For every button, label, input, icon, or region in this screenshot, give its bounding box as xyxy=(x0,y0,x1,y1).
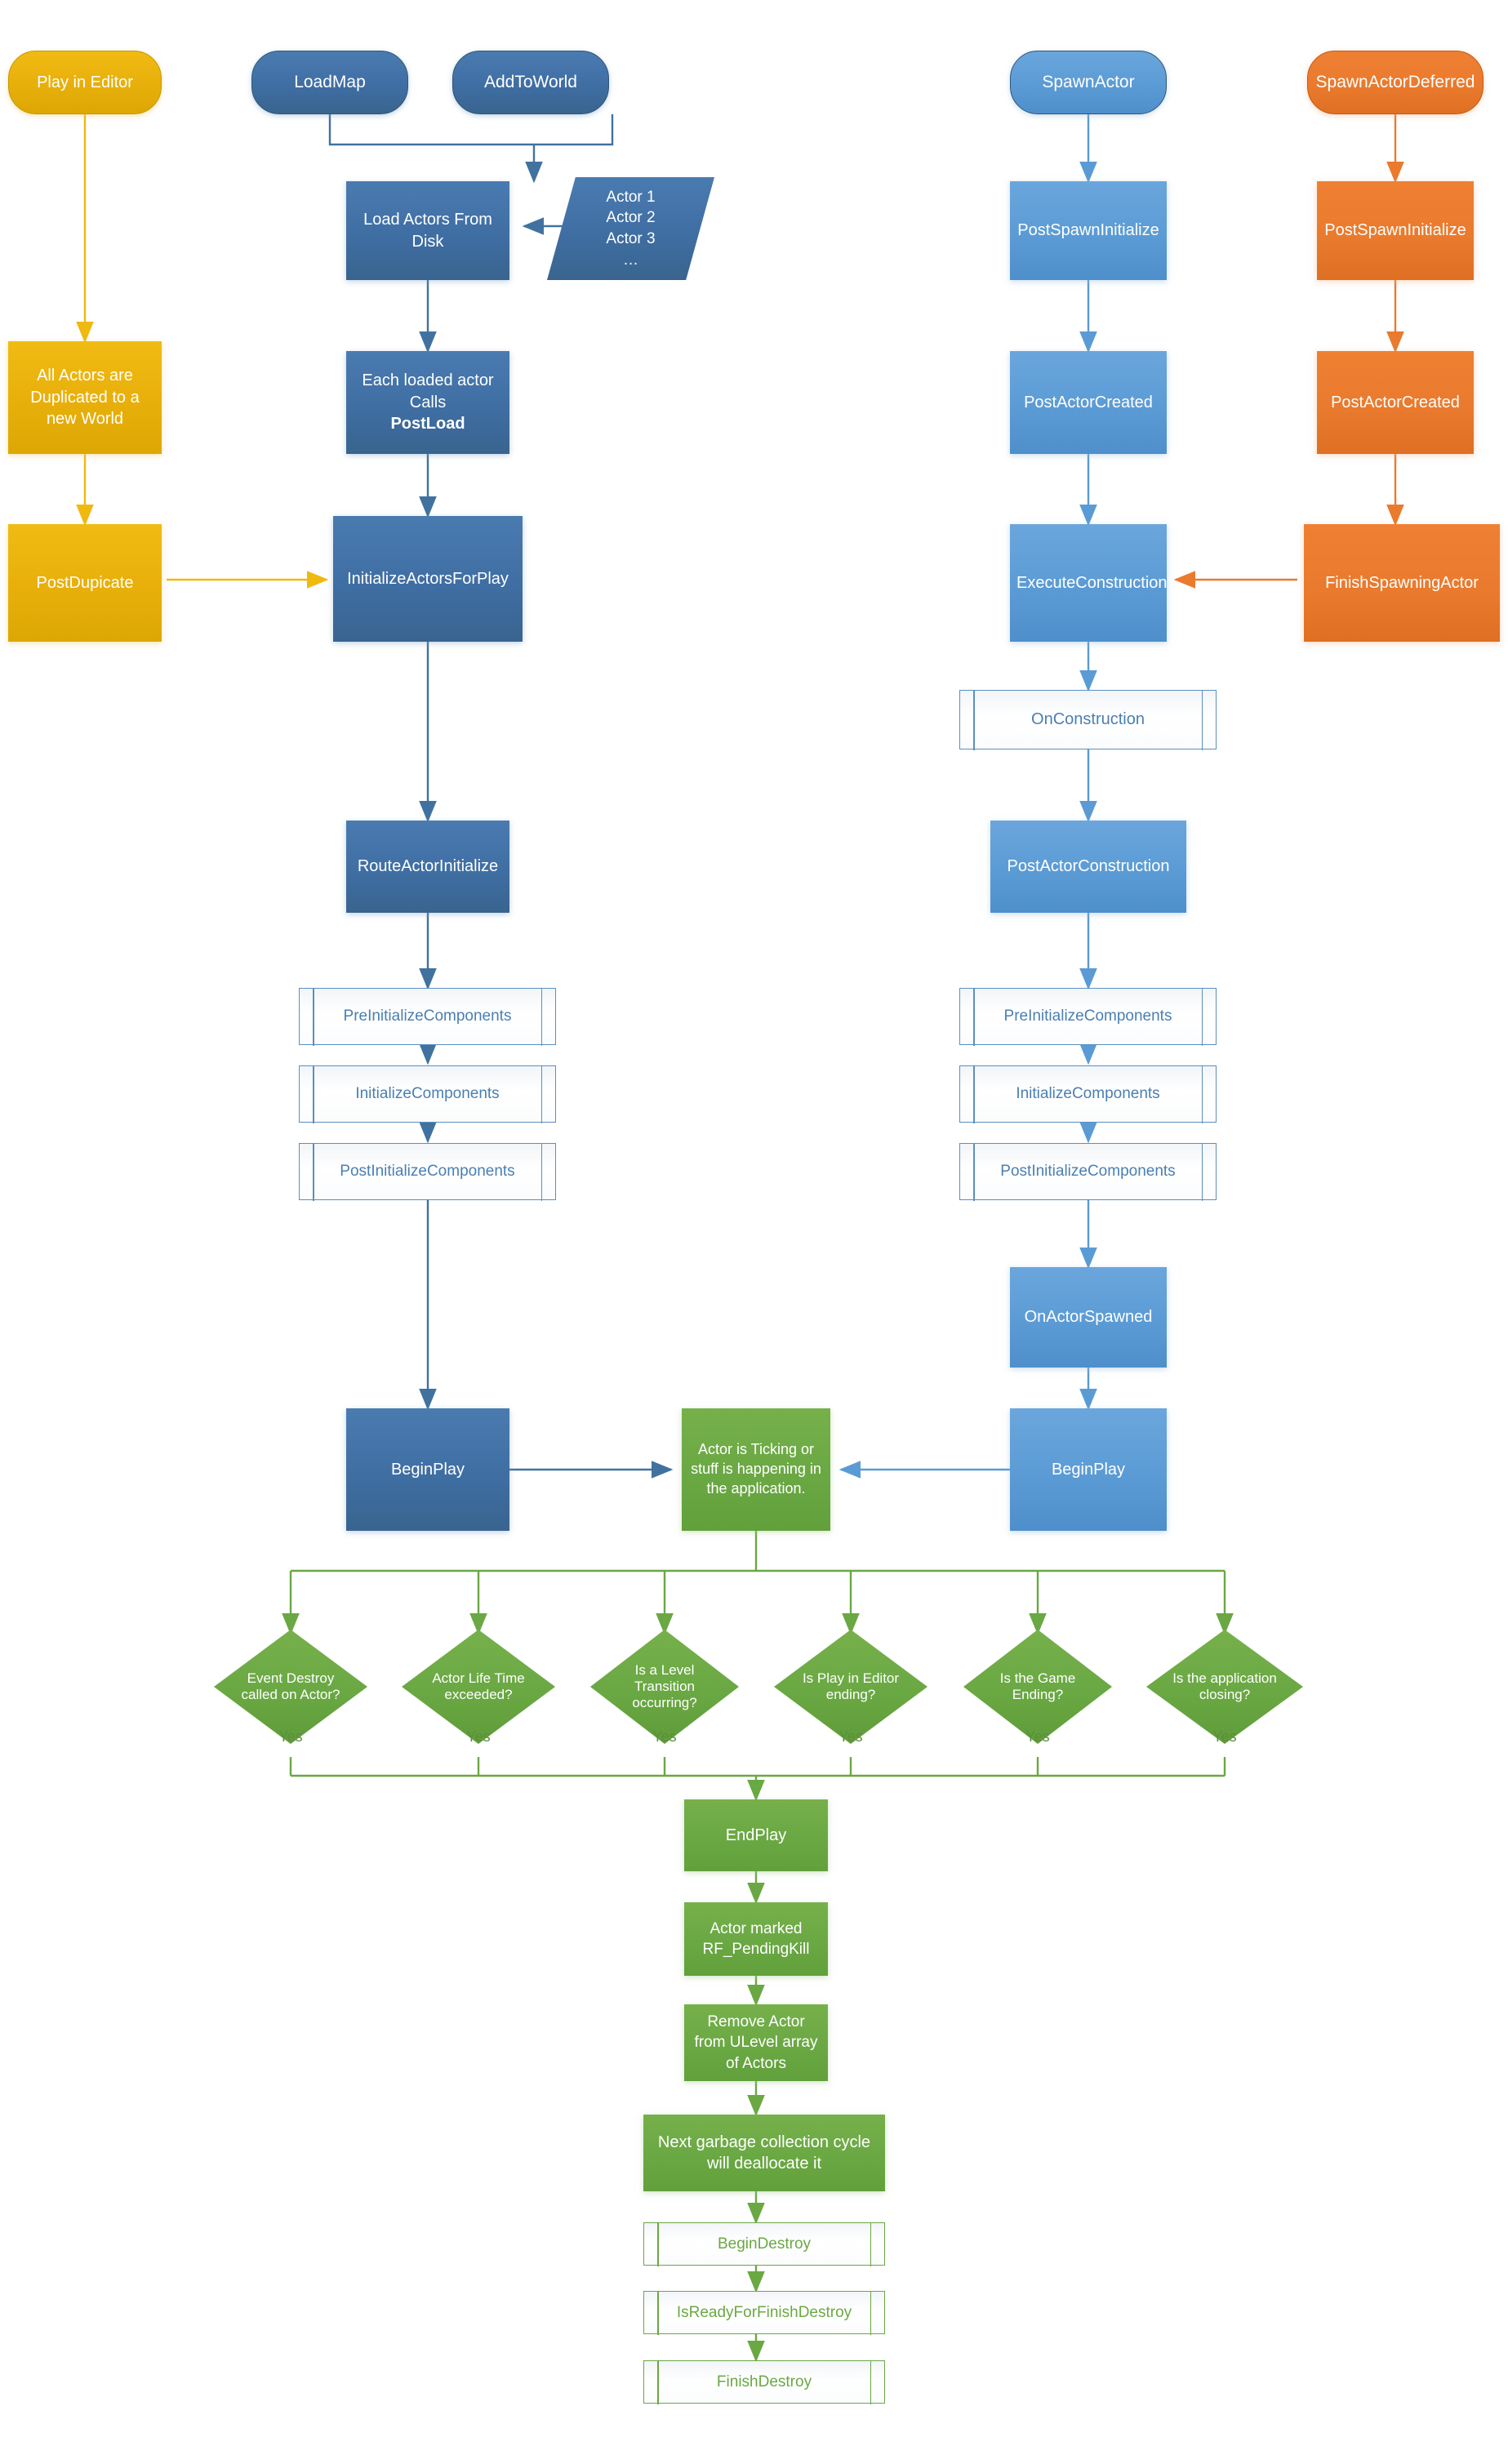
node-label: InitializeComponents xyxy=(355,1085,500,1102)
node-post-actor-construction[interactable]: PostActorConstruction xyxy=(990,821,1186,913)
node-finish-destroy[interactable]: FinishDestroy xyxy=(643,2359,885,2404)
node-label: OnConstruction xyxy=(1031,710,1145,728)
node-spawn-actor-deferred[interactable]: SpawnActorDeferred xyxy=(1307,51,1484,114)
node-label: BeginPlay xyxy=(1051,1460,1126,1479)
actor-list-line-1: Actor 1 xyxy=(606,188,656,206)
actor-list-line-2: Actor 2 xyxy=(606,209,656,227)
actor-list-line-3: Actor 3 xyxy=(606,230,656,247)
node-post-actor-created-spawnactor[interactable]: PostActorCreated xyxy=(1010,351,1167,454)
node-actor-is-ticking[interactable]: Actor is Ticking or stuff is happening i… xyxy=(682,1408,830,1531)
node-add-to-world[interactable]: AddToWorld xyxy=(452,51,609,114)
decision-application-closing[interactable]: Is the application closing? xyxy=(1146,1630,1303,1744)
node-post-initialize-components-left[interactable]: PostInitializeComponents xyxy=(299,1142,556,1201)
edge-label-yes-1: Yes xyxy=(278,1728,303,1745)
node-label: PostActorCreated xyxy=(1024,393,1153,411)
node-initialize-actors-for-play[interactable]: InitializeActorsForPlay xyxy=(333,516,523,642)
node-next-gc-cycle[interactable]: Next garbage collection cycle will deall… xyxy=(643,2115,885,2191)
node-begin-play-left[interactable]: BeginPlay xyxy=(346,1408,509,1531)
node-execute-construction[interactable]: ExecuteConstruction xyxy=(1010,524,1168,642)
node-label: Actor is Ticking or stuff is happening i… xyxy=(691,1441,821,1497)
node-label: PreInitializeComponents xyxy=(1003,1007,1172,1025)
decision-label: Event Destroy called on Actor? xyxy=(241,1670,340,1702)
node-label: All Actors are Duplicated to a new World xyxy=(30,367,140,429)
node-on-construction[interactable]: OnConstruction xyxy=(959,689,1217,750)
node-label: PreInitializeComponents xyxy=(343,1007,512,1025)
node-label: IsReadyForFinishDestroy xyxy=(676,2303,852,2321)
node-label: Actor marked RF_PendingKill xyxy=(702,1919,810,1958)
decision-label: Is the Game Ending? xyxy=(999,1670,1076,1702)
node-label: Each loaded actor Calls PostLoad xyxy=(353,370,503,434)
node-route-actor-initialize[interactable]: RouteActorInitialize xyxy=(346,821,509,913)
node-initialize-components-right[interactable]: InitializeComponents xyxy=(959,1065,1217,1123)
node-label: EndPlay xyxy=(725,1826,787,1844)
node-all-actors-duplicated[interactable]: All Actors are Duplicated to a new World xyxy=(8,341,162,454)
edge-label-yes-5: Yes xyxy=(1025,1728,1050,1745)
node-label: PostSpawnInitialize xyxy=(1324,221,1466,240)
node-label: PostActorCreated xyxy=(1331,393,1460,411)
node-label: BeginPlay xyxy=(390,1460,465,1479)
node-label-prefix: Each loaded actor Calls xyxy=(362,371,494,411)
node-label: SpawnActorDeferred xyxy=(1315,73,1475,92)
decision-level-transition[interactable]: Is a Level Transition occurring? xyxy=(590,1630,739,1744)
node-post-actor-created-deferred[interactable]: PostActorCreated xyxy=(1317,351,1474,454)
node-is-ready-for-finish-destroy[interactable]: IsReadyForFinishDestroy xyxy=(643,2290,885,2335)
node-spawn-actor[interactable]: SpawnActor xyxy=(1010,51,1167,114)
node-initialize-components-left[interactable]: InitializeComponents xyxy=(299,1065,556,1123)
node-post-spawn-initialize-deferred[interactable]: PostSpawnInitialize xyxy=(1317,181,1474,280)
node-label-bold: PostLoad xyxy=(390,415,465,434)
node-begin-play-right[interactable]: BeginPlay xyxy=(1010,1408,1167,1531)
node-label: BeginDestroy xyxy=(717,2235,812,2253)
node-pre-initialize-components-left[interactable]: PreInitializeComponents xyxy=(299,987,556,1046)
decision-actor-life-time[interactable]: Actor Life Time exceeded? xyxy=(402,1630,555,1744)
node-label: FinishSpawningActor xyxy=(1325,573,1479,592)
node-label: InitializeComponents xyxy=(1016,1085,1160,1102)
node-on-actor-spawned[interactable]: OnActorSpawned xyxy=(1010,1267,1167,1368)
node-finish-spawning-actor[interactable]: FinishSpawningActor xyxy=(1304,524,1500,642)
node-label: Remove Actor from ULevel array of Actors xyxy=(694,2013,818,2072)
edge-label-yes-3: Yes xyxy=(652,1728,677,1745)
node-post-dupicate[interactable]: PostDupicate xyxy=(8,524,162,642)
node-post-initialize-components-right[interactable]: PostInitializeComponents xyxy=(959,1142,1217,1201)
node-begin-destroy[interactable]: BeginDestroy xyxy=(643,2222,885,2266)
node-load-map[interactable]: LoadMap xyxy=(251,51,408,114)
node-remove-actor-from-ulevel[interactable]: Remove Actor from ULevel array of Actors xyxy=(684,2004,828,2081)
node-load-actors-from-disk[interactable]: Load Actors From Disk xyxy=(346,181,509,280)
decision-label: Actor Life Time exceeded? xyxy=(432,1670,525,1702)
node-label: PostInitializeComponents xyxy=(1000,1163,1176,1180)
node-actor-marked-pendingkill[interactable]: Actor marked RF_PendingKill xyxy=(684,1902,828,1976)
decision-game-ending[interactable]: Is the Game Ending? xyxy=(963,1630,1112,1744)
node-label: PostDupicate xyxy=(36,573,134,592)
node-label: ExecuteConstruction xyxy=(1016,573,1168,592)
node-label: Play in Editor xyxy=(37,73,133,91)
node-label: LoadMap xyxy=(294,73,366,92)
edge-label-yes-6: Yes xyxy=(1212,1728,1237,1745)
decision-label: Is Play in Editor ending? xyxy=(802,1670,900,1702)
node-label: SpawnActor xyxy=(1042,73,1135,92)
node-post-spawn-initialize-spawnactor[interactable]: PostSpawnInitialize xyxy=(1010,181,1167,280)
node-label: PostActorConstruction xyxy=(1007,857,1170,876)
node-label: PostSpawnInitialize xyxy=(1017,221,1159,240)
decision-label: Is a Level Transition occurring? xyxy=(632,1662,697,1710)
node-label: InitializeActorsForPlay xyxy=(347,569,509,588)
node-end-play[interactable]: EndPlay xyxy=(684,1799,828,1871)
decision-label: Is the application closing? xyxy=(1172,1670,1277,1702)
edge-label-yes-4: Yes xyxy=(839,1728,863,1745)
node-label: AddToWorld xyxy=(483,73,577,92)
node-label: PostInitializeComponents xyxy=(340,1163,515,1180)
node-play-in-editor[interactable]: Play in Editor xyxy=(8,51,162,114)
node-pre-initialize-components-right[interactable]: PreInitializeComponents xyxy=(959,987,1217,1046)
node-label: Next garbage collection cycle will deall… xyxy=(657,2133,871,2173)
node-label: OnActorSpawned xyxy=(1024,1308,1153,1327)
node-each-loaded-actor-postload[interactable]: Each loaded actor Calls PostLoad xyxy=(346,351,509,454)
node-label: FinishDestroy xyxy=(716,2373,812,2391)
node-label: RouteActorInitialize xyxy=(357,857,499,876)
decision-play-in-editor-ending[interactable]: Is Play in Editor ending? xyxy=(774,1630,927,1744)
actor-list-line-4: … xyxy=(623,251,638,269)
node-label: Load Actors From Disk xyxy=(363,211,492,251)
edge-label-yes-2: Yes xyxy=(466,1728,491,1745)
node-actor-list: Actor 1 Actor 2 Actor 3 … xyxy=(547,177,714,280)
decision-event-destroy[interactable]: Event Destroy called on Actor? xyxy=(214,1630,367,1744)
